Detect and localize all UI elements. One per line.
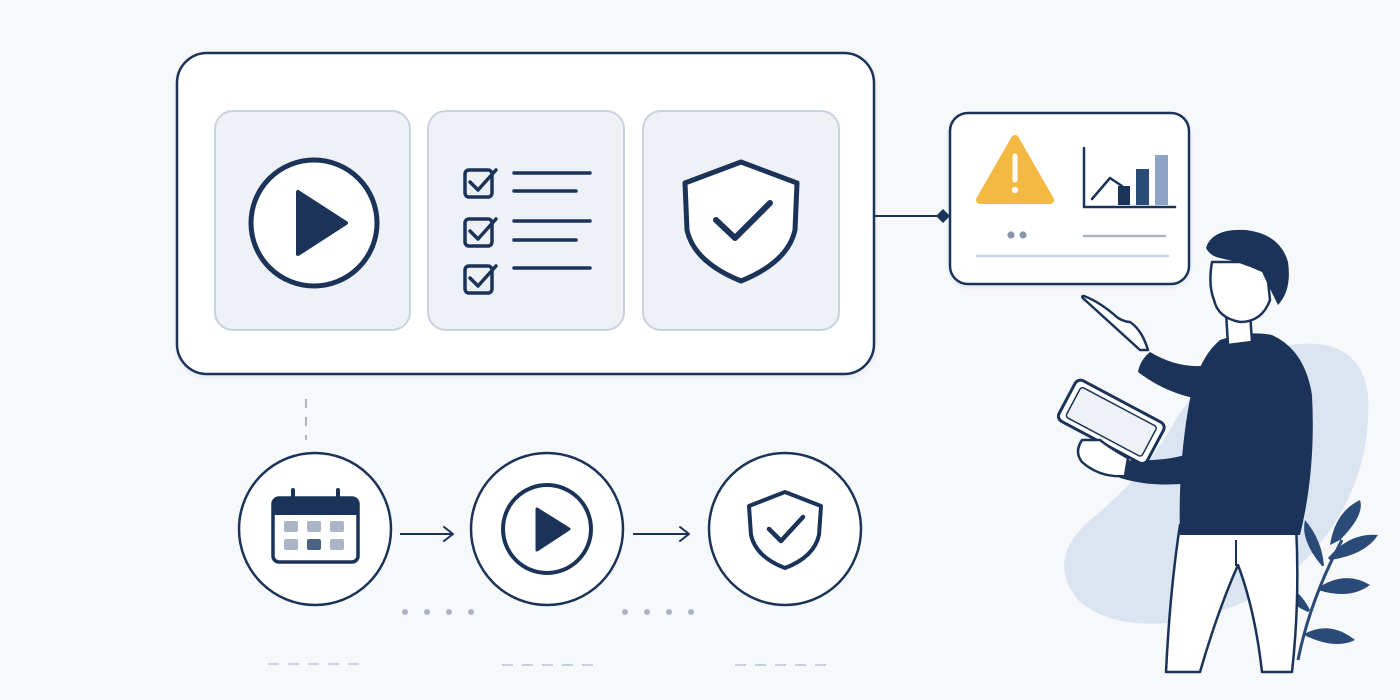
play-icon [501, 483, 593, 575]
flow-step-calendar[interactable] [237, 451, 393, 607]
tablet-hand [1076, 438, 1130, 478]
tablet-arm [1120, 410, 1211, 485]
decorative-dots [402, 609, 694, 615]
hair [1206, 229, 1289, 305]
flow-step-play[interactable] [469, 451, 625, 607]
main-panel [175, 51, 876, 376]
flow-arrow-2 [633, 526, 690, 542]
calendar-icon [271, 488, 360, 564]
warning-icon [976, 135, 1054, 204]
pointing-arm [1138, 352, 1210, 400]
bar-chart-icon [1082, 146, 1177, 209]
shield-check-icon [682, 159, 800, 284]
panel-connector [874, 209, 950, 223]
torso [1179, 333, 1313, 535]
checklist-icon [463, 168, 592, 295]
shield-check-icon [747, 490, 823, 570]
tile-play[interactable] [214, 110, 411, 331]
tile-checklist[interactable] [427, 110, 625, 331]
pointing-hand [1081, 294, 1150, 352]
flow-step-shield[interactable] [707, 451, 863, 607]
tile-shield[interactable] [642, 110, 840, 331]
card-placeholder-lines [975, 231, 1170, 258]
person-with-tablet-icon [1056, 229, 1378, 674]
alert-card[interactable] [948, 111, 1191, 286]
decorative-dashes [268, 663, 833, 666]
play-icon [248, 157, 380, 289]
legs [1164, 523, 1299, 674]
flow-arrow-1 [400, 526, 454, 542]
face [1209, 260, 1272, 324]
